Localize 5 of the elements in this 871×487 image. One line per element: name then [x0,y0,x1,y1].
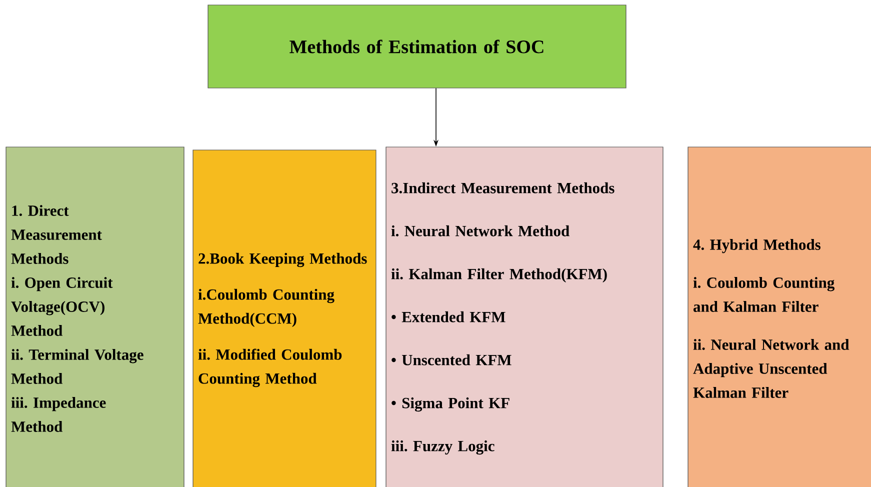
category-box: 1. Direct Measurement Methods i. Open Circuit Voltage(OCV) Method ii. Terminal Voltage Method iii. Impedance Method [6,146,184,487]
category-box: 2.Book Keeping Methods i.Coulomb Counting Method(CCM) ii. Modified Coulomb Counting Method [192,150,376,487]
category-box: 4. Hybrid Methods i. Coulomb Counting and Kalman Filter ii. Neural Network and Adaptive Unscented Kalman Filter [688,146,871,487]
title-box: Methods of Estimation of SOC [208,4,626,88]
category-box: 3.Indirect Measurement Methods i. Neural Network Method ii. Kalman Filter Method(KFM) • Extended KFM • Unscented KFM • Sigma Point KF iii. Fuzzy Logic [386,146,664,487]
